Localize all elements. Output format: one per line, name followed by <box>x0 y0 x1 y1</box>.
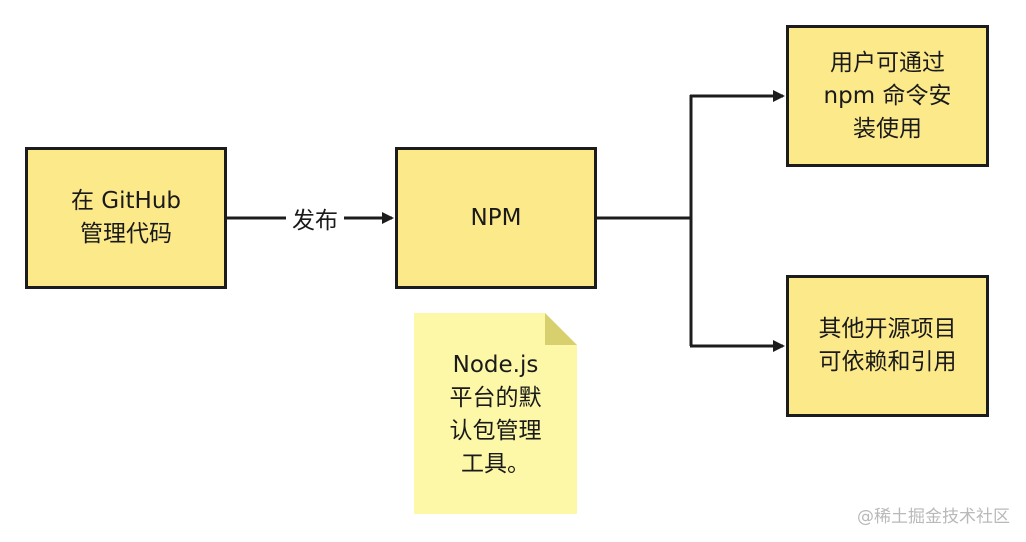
watermark: @稀土掘金技术社区 <box>857 507 1010 527</box>
note-line-1: Node.js <box>452 352 539 378</box>
sticky-note-fold <box>545 313 577 345</box>
note-line-4: 工具。 <box>461 451 530 477</box>
node-github: 在 GitHub 管理代码 <box>25 147 227 289</box>
node-oss-line-1: 其他开源项目 <box>818 316 957 342</box>
node-oss-line-2: 可依赖和引用 <box>818 349 957 375</box>
node-open-source: 其他开源项目 可依赖和引用 <box>786 275 989 417</box>
sticky-note-text: Node.js 平台的默 认包管理 工具。 <box>414 349 577 481</box>
sticky-note <box>414 313 577 514</box>
node-users-install: 用户可通过 npm 命令安 装使用 <box>786 25 989 167</box>
node-github-line-2: 管理代码 <box>79 221 172 247</box>
node-users-line-2: npm 命令安 <box>823 82 952 109</box>
sticky-note-body <box>414 313 577 514</box>
note-line-3: 认包管理 <box>449 418 542 444</box>
note-line-2: 平台的默 <box>449 385 542 411</box>
node-github-line-1: 在 GitHub <box>70 188 181 214</box>
node-npm-label: NPM <box>470 204 522 231</box>
node-users-line-1: 用户可通过 <box>830 49 945 76</box>
node-npm: NPM <box>395 147 597 289</box>
node-users-line-3: 装使用 <box>853 115 922 142</box>
edge-label-publish: 发布 <box>286 204 344 238</box>
